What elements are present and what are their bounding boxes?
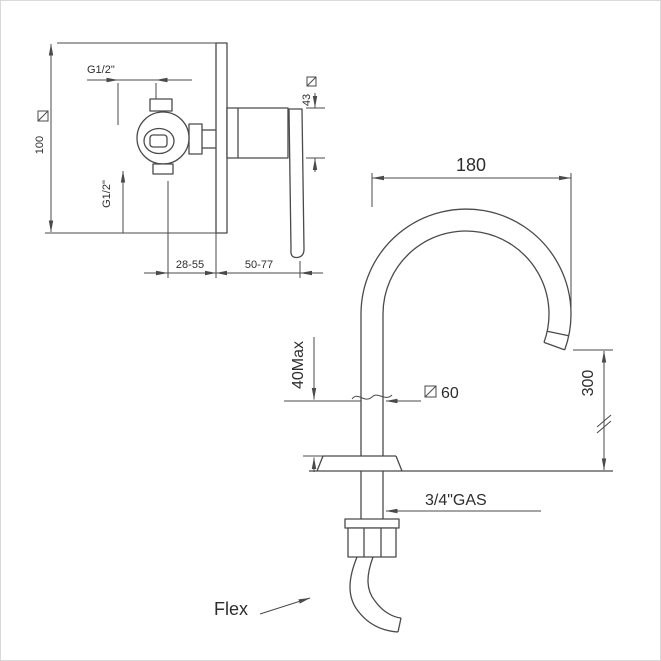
wall-plate — [215, 42, 228, 234]
spout-curve-inner — [382, 230, 550, 343]
dim-thread-side: G1/2" — [101, 170, 126, 233]
valve-body — [136, 98, 216, 175]
flange-side-line — [395, 455, 403, 472]
dim-label-thread-side: G1/2" — [101, 180, 113, 208]
dim-depth-ranges: 28-55 50-77 — [144, 181, 323, 278]
dim-label-height: 300 — [580, 370, 597, 397]
nut-body — [347, 527, 397, 558]
flex-hose — [349, 556, 402, 633]
square-symbol-box — [37, 110, 49, 122]
hose-end-line — [397, 617, 402, 633]
break-slash — [596, 420, 612, 434]
valve-wall-connector — [188, 123, 203, 155]
break-slash — [596, 414, 612, 428]
trim-body — [226, 107, 289, 159]
thread-callout: 3/4"GAS — [385, 492, 541, 514]
square-section-symbol-icon — [424, 385, 437, 398]
square-symbol-box — [306, 76, 317, 87]
valve-bottom-port — [152, 163, 174, 175]
square-symbol-slash — [306, 76, 317, 87]
spout-outline — [351, 208, 572, 456]
base-flange — [309, 455, 613, 519]
spout-aerator-line — [547, 330, 569, 337]
fixing-nut — [344, 518, 400, 558]
valve-top-port — [149, 98, 173, 112]
square-symbol-slash — [424, 385, 437, 398]
cartridge-stem — [149, 134, 168, 148]
leader-line — [259, 597, 311, 615]
dim-label-reach: 180 — [456, 155, 486, 175]
dim-label-escutcheon: 60 — [441, 385, 459, 402]
arrowhead — [205, 270, 216, 276]
mixer-view: 100 G1/2" G1/2" — [34, 42, 325, 278]
dim-label-body-diameter: 43 — [301, 94, 313, 106]
square-symbol-slash — [37, 110, 49, 122]
dim-label-thread: 3/4"GAS — [425, 492, 487, 509]
dim-height: 300 — [573, 349, 613, 471]
dim-label-deck-max: 40Max — [290, 341, 307, 389]
hose-inner-line — [367, 556, 402, 619]
deck-line-and-escutcheon: 60 — [284, 385, 459, 404]
spout-view: 180 60 40Max — [214, 155, 613, 633]
dim-deck-max: 40Max — [290, 337, 325, 472]
spout-curve-outer — [360, 208, 572, 351]
dim-body-diameter: 43 — [301, 76, 325, 172]
dim-label-depth-wall: 28-55 — [176, 259, 204, 271]
dim-thread-top: G1/2" — [87, 64, 192, 125]
dim-label-depth-lever: 50-77 — [245, 259, 273, 271]
square-symbol-box — [424, 385, 437, 398]
square-section-symbol-icon — [306, 76, 317, 87]
square-section-symbol-icon — [37, 110, 49, 122]
dim-label-plate-height: 100 — [34, 136, 46, 154]
dim-plate-height: 100 — [34, 42, 216, 234]
hose-callout: Flex — [214, 597, 311, 619]
flange-side-line — [316, 455, 324, 472]
spout-outlet-face — [543, 341, 565, 351]
arrowhead — [216, 270, 227, 276]
dim-reach: 180 — [371, 155, 572, 317]
label-flex: Flex — [214, 599, 248, 619]
hose-outer-line — [349, 556, 399, 633]
pipe-break-squiggle — [351, 394, 393, 400]
lever-handle — [288, 108, 305, 259]
dim-label-thread-top: G1/2" — [87, 64, 115, 76]
washer — [344, 518, 400, 529]
